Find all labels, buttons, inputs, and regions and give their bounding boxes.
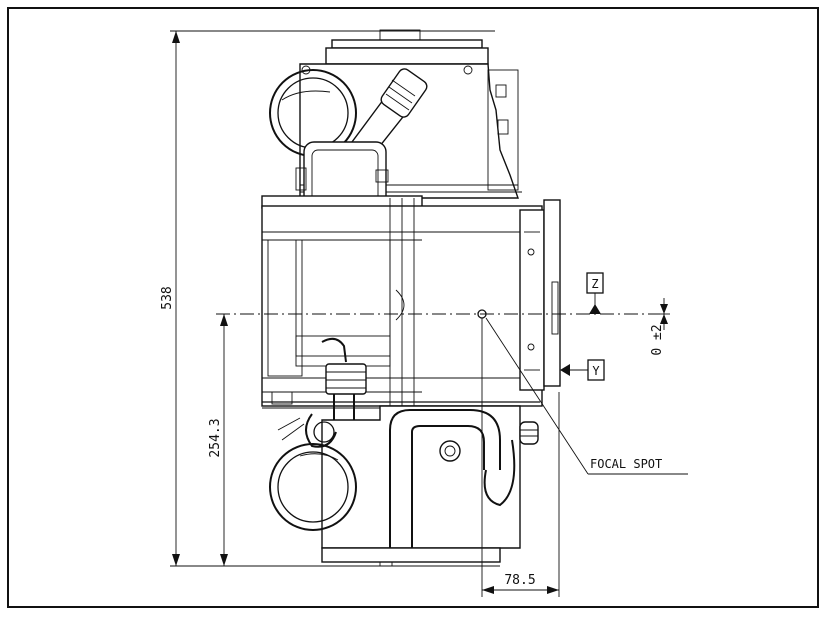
lower-fitting: [277, 413, 337, 448]
dimension-focal-offset: 78.5: [481, 318, 560, 597]
datum-z: Z: [586, 272, 604, 314]
datum-z-label: Z: [591, 277, 598, 291]
lower-hoses: [389, 409, 539, 548]
focal-spot-label: FOCAL SPOT: [590, 457, 662, 471]
tube-assembly: [261, 29, 561, 567]
dim-focal-offset-text: 78.5: [504, 573, 535, 588]
dimension-overall-height: 538: [160, 30, 500, 567]
dim-focal-height-text: 254.3: [208, 418, 223, 457]
lower-port: [269, 443, 357, 531]
datum-y: Y: [560, 359, 605, 381]
tolerance-callout: 0 ±2: [650, 298, 670, 356]
right-flange: [519, 199, 561, 391]
dim-overall-height-text: 538: [160, 286, 175, 309]
main-body: [261, 195, 543, 407]
focal-spot-callout: FOCAL SPOT: [485, 317, 688, 475]
lower-body: [321, 405, 521, 567]
tolerance-text: 0 ±2: [650, 324, 665, 355]
dimension-focal-height: 254.3: [208, 314, 228, 566]
cable-connector: [329, 68, 428, 171]
datum-y-label: Y: [592, 364, 600, 378]
